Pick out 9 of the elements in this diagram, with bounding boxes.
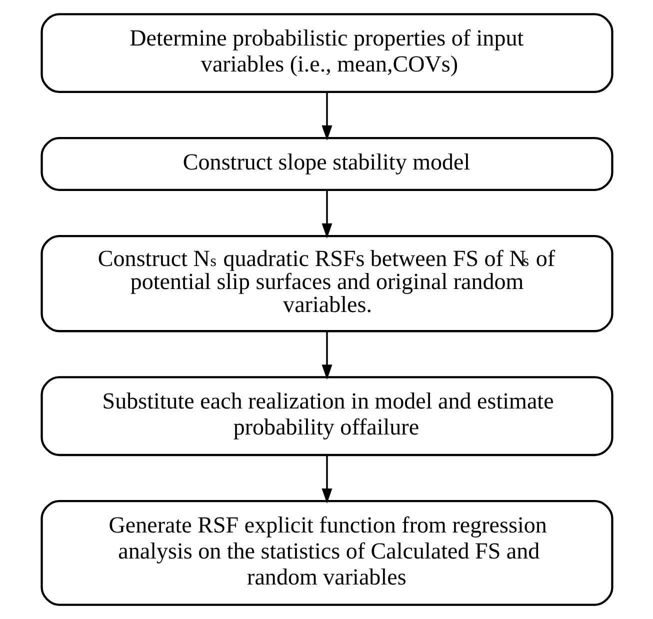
arrow	[321, 92, 332, 140]
arrow	[321, 190, 332, 238]
arrow	[321, 331, 332, 380]
node-box: Determine probabilistic properties of input variables (i.e., mean,COVs)	[40, 13, 613, 94]
node-box: Generate RSF explicit function from regression analysis on the statistics of Calculated FS and random variables	[40, 500, 613, 606]
node-box: Construct Ns quadratic RSFs between FS of Ns of potential slip surfaces and original random variables.	[40, 234, 613, 332]
arrow	[321, 456, 332, 504]
node-box: Construct slope stability model	[40, 136, 613, 192]
node-box: Substitute each realization in model and estimate probability offailure	[40, 376, 613, 456]
